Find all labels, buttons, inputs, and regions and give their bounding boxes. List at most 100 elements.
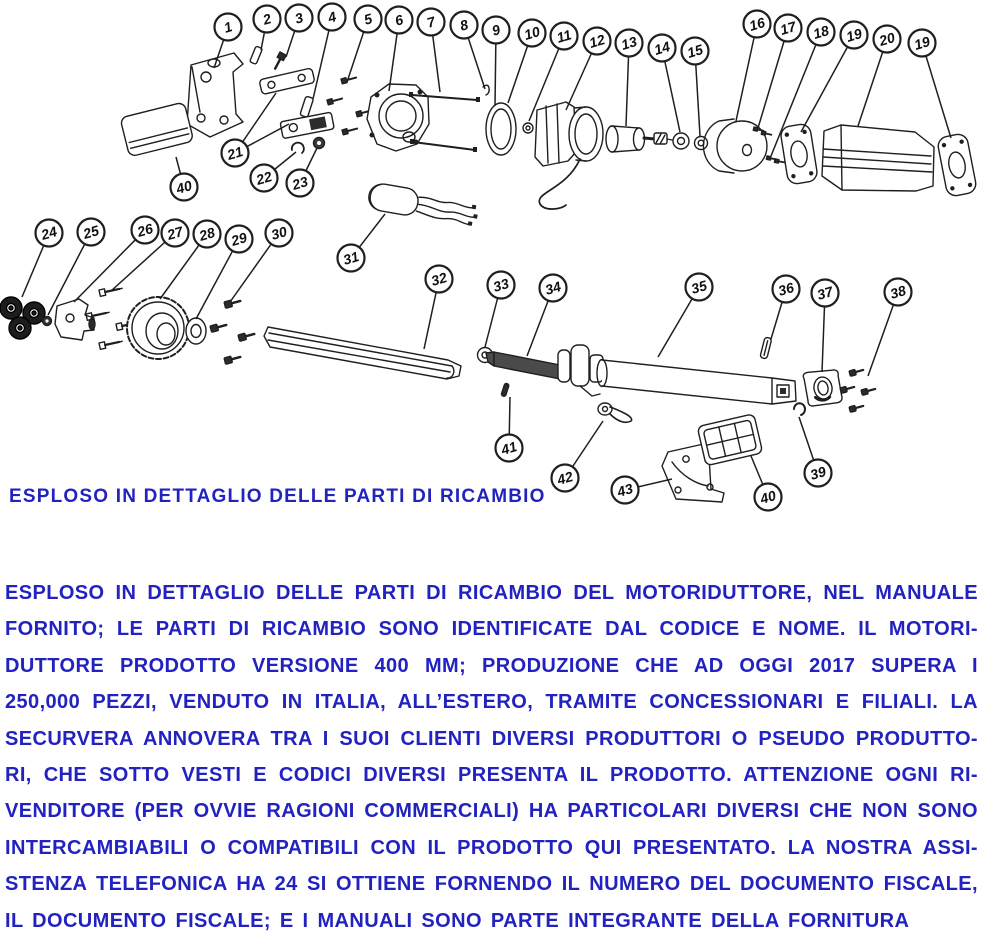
callout-circle-39 bbox=[803, 458, 833, 488]
callout-circle-43 bbox=[610, 475, 640, 505]
callout-circle-23 bbox=[285, 168, 315, 198]
callout-circle-7 bbox=[416, 7, 446, 37]
callout-circle-29 bbox=[224, 224, 254, 254]
leader-line bbox=[73, 229, 146, 303]
part-rubber-caps bbox=[0, 296, 46, 340]
callout-circle-21 bbox=[220, 138, 250, 168]
callout-circle-34 bbox=[538, 273, 568, 303]
callout-circle-32 bbox=[424, 264, 454, 294]
callout-circle-30 bbox=[264, 218, 294, 248]
callout-number-34: 34 bbox=[543, 278, 563, 298]
callout-number-38: 38 bbox=[888, 282, 908, 302]
callout-circle-17 bbox=[773, 13, 803, 43]
callout-circle-41 bbox=[494, 433, 524, 463]
callout-number-12: 12 bbox=[587, 31, 607, 51]
part-capacitor bbox=[368, 183, 478, 226]
callout-circle-20 bbox=[872, 24, 902, 54]
callout-circle-10 bbox=[517, 18, 547, 48]
part-pin-8 bbox=[482, 84, 490, 96]
part-actuator-tube bbox=[596, 358, 797, 405]
leader-line bbox=[757, 27, 789, 129]
callout-number-37: 37 bbox=[815, 283, 836, 303]
callout-circle-16 bbox=[742, 9, 772, 39]
callout-circle-40 bbox=[753, 482, 783, 512]
part-mounting-bracket bbox=[186, 52, 244, 138]
callout-circle-13 bbox=[614, 28, 644, 58]
callout-number-24: 24 bbox=[38, 223, 59, 243]
part-gasket-plate-a bbox=[780, 123, 818, 185]
part-gearbox-head bbox=[366, 83, 430, 152]
part-wall-pad-bottom bbox=[697, 414, 763, 466]
callout-circle-18 bbox=[806, 17, 836, 47]
callout-number-40: 40 bbox=[173, 177, 194, 197]
callout-circle-1 bbox=[213, 12, 243, 42]
part-end-cap bbox=[702, 118, 768, 174]
exploded-parts-diagram: 1234567891011121314151617181920192122234… bbox=[0, 2, 977, 512]
leader-line bbox=[735, 23, 758, 122]
callout-circle-5 bbox=[353, 4, 383, 34]
callout-circle-19 bbox=[907, 28, 937, 58]
callout-circle-28 bbox=[192, 219, 222, 249]
callout-circle-6 bbox=[384, 5, 414, 35]
part-ring-9 bbox=[485, 102, 517, 156]
part-pin-41 bbox=[500, 382, 510, 397]
callout-circle-27 bbox=[160, 218, 190, 248]
callout-number-19: 19 bbox=[844, 25, 864, 45]
callout-circle-11 bbox=[549, 21, 579, 51]
callout-number-27: 27 bbox=[164, 223, 186, 243]
part-screws-27 bbox=[85, 287, 140, 351]
part-screws-30 bbox=[209, 299, 256, 365]
part-screws-18 bbox=[765, 155, 786, 164]
part-stator bbox=[534, 101, 604, 210]
part-c-clip-22 bbox=[290, 141, 305, 154]
callout-circle-31 bbox=[336, 243, 366, 273]
callout-circle-33 bbox=[486, 270, 516, 300]
leader-line bbox=[770, 31, 822, 157]
part-washer-25 bbox=[41, 315, 53, 327]
callout-number-33: 33 bbox=[491, 275, 511, 295]
text-line-3: DUTTORE PRODOTTO VERSIONE 400 MM; PRODUZ… bbox=[5, 654, 978, 677]
callout-circle-14 bbox=[647, 33, 677, 63]
callout-number-31: 31 bbox=[341, 248, 361, 268]
text-line-8: INTERCAMBIABILI O COMPATIBILI CON IL PRO… bbox=[5, 836, 978, 859]
callout-number-29: 29 bbox=[228, 229, 249, 249]
part-tie-rods bbox=[409, 92, 480, 152]
callout-circle-42 bbox=[550, 463, 580, 493]
part-motor-cable bbox=[538, 158, 581, 210]
callout-number-30: 30 bbox=[269, 223, 289, 243]
callout-number-41: 41 bbox=[498, 438, 519, 458]
callout-circle-37 bbox=[810, 278, 840, 308]
part-guide-rail bbox=[263, 326, 462, 380]
callout-number-28: 28 bbox=[196, 224, 217, 244]
text-line-2: FORNITO; LE PARTI DI RICAMBIO SONO IDENT… bbox=[5, 618, 978, 641]
callout-number-10: 10 bbox=[522, 23, 542, 43]
callout-number-14: 14 bbox=[652, 38, 672, 58]
text-line-6: RI, CHE SOTTO VESTI E CODICI DIVERSI PRE… bbox=[5, 764, 978, 787]
part-screw-shaft bbox=[485, 344, 604, 397]
leader-line bbox=[195, 238, 240, 320]
callout-number-26: 26 bbox=[134, 220, 155, 240]
callout-circle-9 bbox=[481, 15, 511, 45]
part-c-clip-39 bbox=[793, 402, 806, 416]
callout-number-11: 11 bbox=[555, 26, 574, 45]
part-screws-5 bbox=[326, 76, 373, 136]
part-wall-pad-top bbox=[120, 102, 193, 157]
part-washer-10 bbox=[522, 122, 534, 134]
part-washer-15 bbox=[693, 135, 709, 151]
callout-number-20: 20 bbox=[876, 29, 897, 49]
callout-number-15: 15 bbox=[685, 41, 705, 61]
callout-circle-35 bbox=[684, 272, 714, 302]
part-octagonal-tube bbox=[821, 124, 935, 192]
callout-circle-2 bbox=[252, 4, 282, 34]
callout-number-23: 23 bbox=[289, 173, 310, 193]
callout-number-22: 22 bbox=[253, 168, 274, 188]
text-line-9: STENZA TELEFONICA HA 24 SI OTTIENE FORNE… bbox=[5, 873, 978, 896]
part-screws-38 bbox=[839, 368, 877, 413]
callout-number-39: 39 bbox=[808, 463, 828, 483]
callout-number-42: 42 bbox=[554, 468, 575, 488]
part-gasket-plate-b bbox=[937, 133, 977, 197]
body-paragraph: ESPLOSO IN DETTAGLIO DELLE PARTI DI RICA… bbox=[5, 575, 978, 939]
leader-line bbox=[857, 38, 888, 127]
